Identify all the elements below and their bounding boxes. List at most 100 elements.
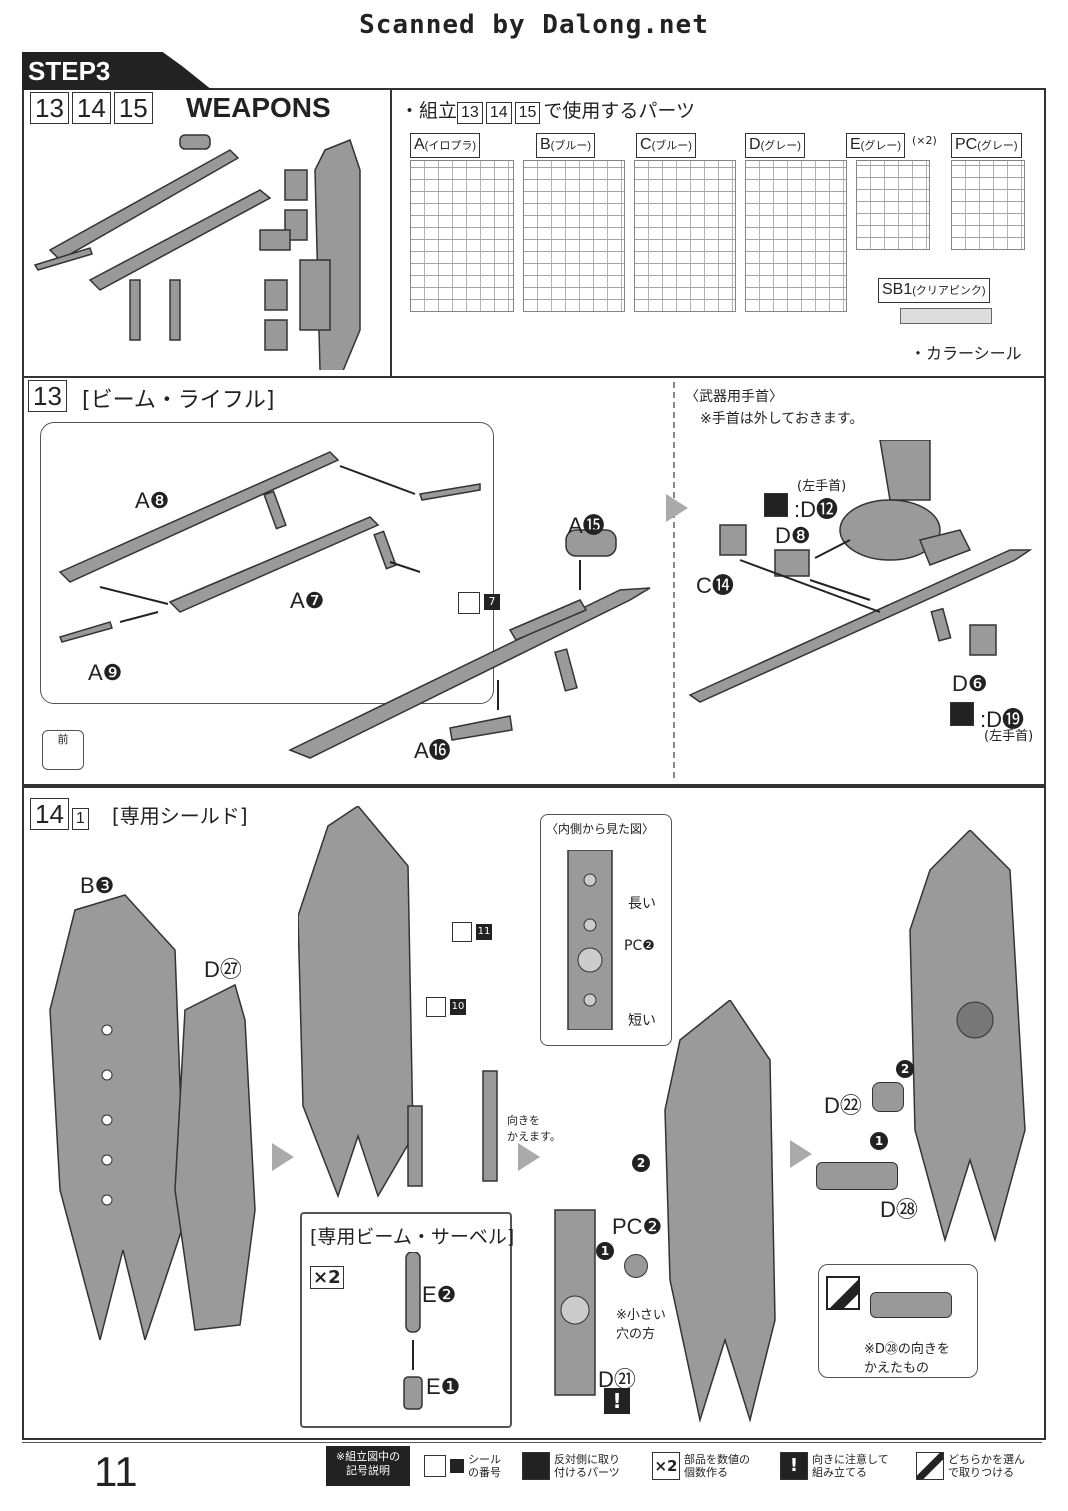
turn-note: 向きを かえます。	[507, 1114, 561, 1143]
saber-box	[300, 1212, 512, 1428]
runner-c-id: C	[640, 136, 652, 153]
runner-b-drawing	[523, 160, 625, 312]
small-hole-note: ※小さい 穴の方	[616, 1308, 666, 1342]
runner-sb1-drawing	[900, 308, 992, 324]
rifle-subassembly-drawing	[58, 451, 481, 643]
shield-with-sabers-drawing	[298, 806, 498, 1199]
label-a16: A⓰	[414, 738, 451, 763]
seal-11-number: 11	[476, 924, 492, 940]
runner-e-id: E	[850, 136, 861, 153]
rifle-assembled-drawing	[288, 529, 651, 759]
seal-10-number: 10	[450, 999, 466, 1015]
runner-label-c: C(ブルー)	[636, 133, 696, 158]
hand-assembly-drawing	[688, 440, 1033, 703]
runner-label-e: E(グレー)	[846, 133, 905, 158]
step14-frame	[22, 786, 1046, 1440]
label-b3: B❸	[80, 873, 115, 898]
inner-frame-drawing	[554, 1209, 596, 1396]
step-number-15: 15	[113, 92, 153, 124]
step3-frame	[22, 88, 1046, 378]
runner-a-id: A	[414, 136, 425, 153]
runner-label-pc: PC(グレー)	[951, 133, 1022, 158]
label-pc2-b: PC❷	[612, 1214, 663, 1239]
label-c14: C⓮	[696, 573, 734, 598]
runner-label-sb1: SB1(クリアピンク)	[878, 278, 990, 303]
mirror-part-icon-2	[950, 702, 978, 730]
runner-b-id: B	[540, 136, 551, 153]
flow-arrow-2	[518, 1143, 540, 1171]
runner-c-drawing	[634, 160, 736, 312]
label-d8: D❽	[775, 523, 811, 548]
step-number-14: 14	[71, 92, 111, 124]
pc2-hex-drawing	[624, 1254, 648, 1278]
label-a7: A❼	[290, 588, 325, 613]
seal-7-number: 7	[484, 594, 500, 610]
label-d12: :D⓬	[794, 497, 839, 522]
choose-icon-option	[826, 1276, 860, 1310]
parts-heading-suffix: で使用するパーツ	[543, 100, 696, 122]
runner-label-b: B(ブルー)	[536, 133, 595, 158]
step-tab	[22, 52, 212, 90]
step-num-1-b: 1	[870, 1130, 888, 1150]
seal-7-icon: 7	[458, 592, 500, 618]
saber-title: [専用ビーム・サーベル]	[310, 1226, 515, 1248]
scan-credit: Scanned by Dalong.net	[359, 10, 709, 40]
runner-sb1-id: SB1	[882, 281, 913, 298]
label-d6: D❻	[952, 671, 988, 696]
step13-heading: 13	[28, 380, 70, 412]
inner-view-box	[540, 814, 672, 1046]
runner-d-id: D	[749, 136, 761, 153]
parts-heading-num-15: 15	[514, 102, 541, 124]
seal-11-icon: 11	[452, 922, 492, 946]
legend-seal-text: シール の番号	[468, 1453, 501, 1479]
step13-frame	[22, 374, 1046, 786]
label-a15: A⓯	[568, 513, 605, 538]
runner-c-color: (ブルー)	[651, 140, 692, 152]
legend-multiply: ×2 部品を数値の 個数作る	[652, 1446, 750, 1486]
d28-part-drawing	[816, 1162, 898, 1190]
parts-heading-num-14: 14	[485, 102, 512, 124]
label-left-hand-top: (左手首)	[797, 479, 847, 494]
step-label: STEP3	[28, 56, 111, 86]
step14-sub: 1	[71, 808, 89, 830]
caution-icon: !	[604, 1388, 630, 1414]
runner-label-d: D(グレー)	[745, 133, 805, 158]
d22-part-drawing	[872, 1082, 904, 1112]
mirror-part-legend-icon	[522, 1452, 550, 1480]
page-number: 11	[94, 1448, 138, 1495]
runner-sb1-color: (クリアピンク)	[912, 285, 986, 297]
legend-mirror-text: 反対側に取り 付けるパーツ	[554, 1453, 620, 1479]
runner-d-drawing	[745, 160, 847, 312]
step-title: WEAPONS	[186, 92, 331, 123]
runner-pc-color: (グレー)	[977, 140, 1018, 152]
rifle-subassembly-bubble	[40, 422, 494, 704]
label-a9: A❾	[88, 660, 123, 685]
inner-view-title: 〈内側から見た図〉	[546, 822, 655, 836]
hand-divider	[673, 382, 675, 778]
seal-number-icon	[424, 1455, 446, 1477]
footer-rule	[22, 1442, 1042, 1443]
shield-parts-drawing	[49, 894, 256, 1340]
label-d28: D㉘	[880, 1197, 918, 1222]
caution-legend-icon: !	[780, 1452, 808, 1480]
runner-e-drawing	[856, 160, 930, 250]
choose-legend-icon	[916, 1452, 944, 1480]
flow-arrow-hand	[666, 494, 688, 522]
saber-drawing	[403, 1252, 423, 1410]
label-short: 短い	[628, 1013, 656, 1029]
option-note: ※D㉘の向きを かえたもの	[864, 1342, 950, 1376]
legend-caution: ! 向きに注意して 組み立てる	[780, 1446, 889, 1486]
label-a8: A❽	[135, 488, 170, 513]
legend-choose-text: どちらかを選ん で取りつける	[948, 1453, 1025, 1479]
runner-b-color: (ブルー)	[550, 140, 591, 152]
saber-qty: ×2	[310, 1266, 344, 1289]
label-e2: E❷	[422, 1282, 457, 1307]
step13-number: 13	[28, 380, 67, 412]
flow-arrow-3	[790, 1140, 812, 1168]
runner-e-color: (グレー)	[860, 140, 901, 152]
footer-legend-title: ※組立図中の 記号説明	[326, 1446, 410, 1486]
runner-a-color: (イロプラ)	[424, 140, 476, 152]
legend-seal: シール の番号	[424, 1446, 501, 1486]
step14-number: 14	[30, 798, 69, 830]
